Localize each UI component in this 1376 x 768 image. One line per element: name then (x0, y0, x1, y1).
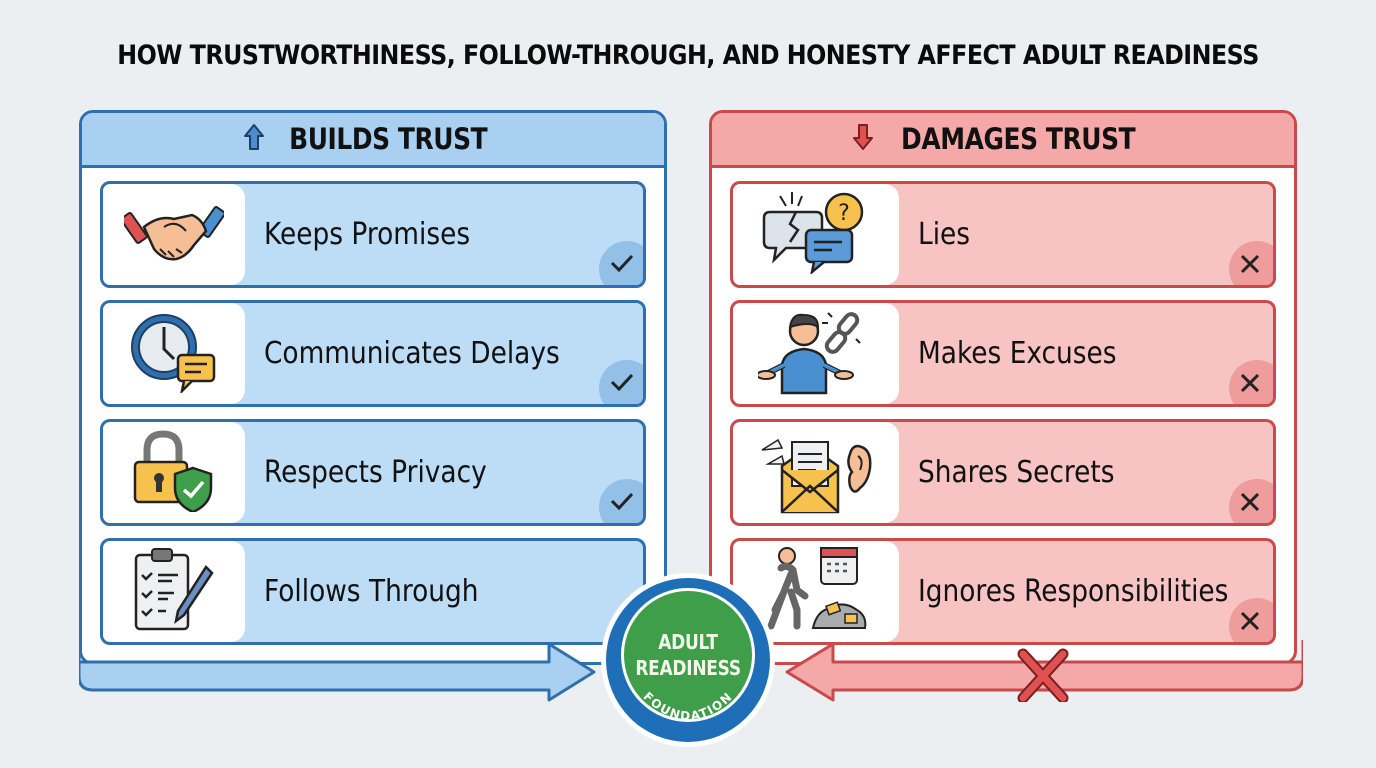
list-item-shares-secrets: Shares Secrets (730, 419, 1276, 526)
damages-trust-title: DAMAGES TRUST (900, 122, 1136, 156)
arrow-left-to-badge-icon (783, 640, 1305, 707)
arrow-down-icon (852, 123, 874, 156)
item-label: Ignores Responsibilities (918, 574, 1229, 609)
checkmark-icon (609, 372, 635, 392)
item-label: Lies (918, 217, 971, 252)
badge-line-1: ADULT (658, 630, 718, 654)
item-label: Follows Through (264, 574, 479, 609)
item-label: Keeps Promises (264, 217, 471, 252)
checkmark-icon (609, 253, 635, 273)
clock-message-icon (126, 309, 222, 398)
arrow-right-to-badge-icon (77, 640, 599, 707)
list-item-keeps-promises: Keeps Promises (100, 181, 646, 288)
item-label: Makes Excuses (918, 336, 1117, 371)
x-icon (1239, 372, 1261, 394)
damages-trust-header: DAMAGES TRUST (712, 113, 1294, 168)
walking-away-calendar-icon (761, 544, 871, 639)
padlock-shield-icon (131, 428, 217, 517)
list-item-lies: ? Lies (730, 181, 1276, 288)
shrugging-person-broken-chain-icon (756, 307, 874, 400)
x-icon (1239, 253, 1261, 275)
badge-line-2: READINESS (635, 656, 741, 680)
builds-trust-title: BUILDS TRUST (288, 122, 488, 156)
adult-readiness-badge: ADULT READINESS FOUNDATION (601, 573, 775, 747)
item-label: Shares Secrets (918, 455, 1115, 490)
list-item-follows-through: Follows Through (100, 538, 646, 645)
badge-foundation-arc: FOUNDATION (641, 689, 736, 723)
builds-trust-header: BUILDS TRUST (82, 113, 664, 168)
item-label: Respects Privacy (264, 455, 487, 490)
page-title: HOW TRUSTWORTHINESS, FOLLOW-THROUGH, AND… (117, 40, 1259, 71)
svg-text:FOUNDATION: FOUNDATION (641, 689, 736, 723)
svg-text:?: ? (838, 201, 850, 226)
item-label: Communicates Delays (264, 336, 560, 371)
list-item-makes-excuses: Makes Excuses (730, 300, 1276, 407)
x-icon (1239, 491, 1261, 513)
list-item-communicates-delays: Communicates Delays (100, 300, 646, 407)
checkmark-icon (609, 491, 635, 511)
damages-trust-panel: DAMAGES TRUST ? Lies (709, 110, 1297, 665)
envelope-ear-icon (756, 426, 876, 519)
clipboard-pen-icon (132, 545, 216, 638)
arrow-up-icon (243, 123, 265, 156)
list-item-respects-privacy: Respects Privacy (100, 419, 646, 526)
x-icon (1239, 610, 1261, 632)
broken-speech-bubbles-icon: ? (760, 190, 872, 279)
list-item-ignores-responsibilities: Ignores Responsibilities (730, 538, 1276, 645)
builds-trust-panel: BUILDS TRUST Keeps Promises (79, 110, 667, 665)
handshake-icon (120, 197, 226, 272)
